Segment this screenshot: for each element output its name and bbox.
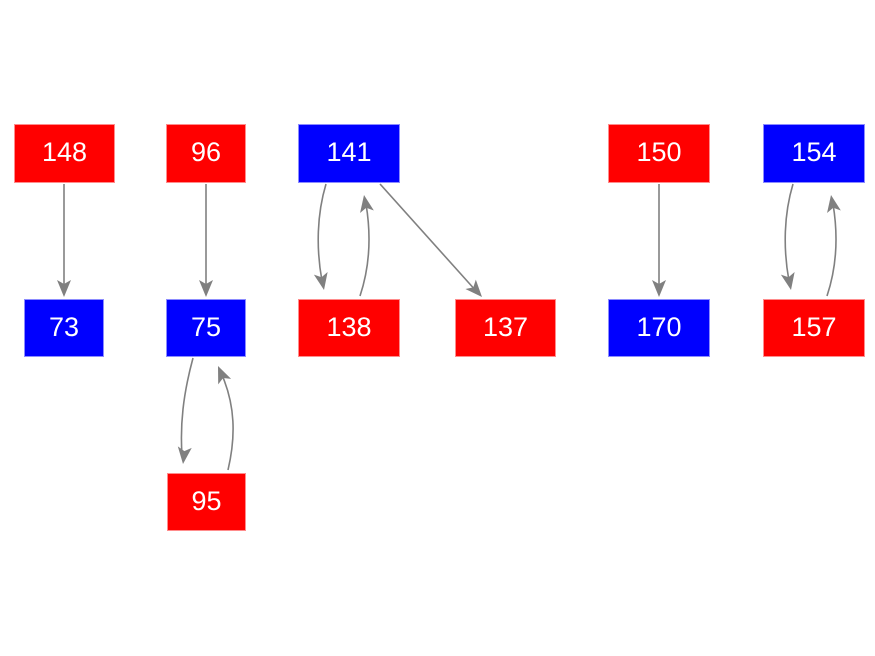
node-label: 157 — [791, 311, 837, 342]
arrowhead-148-to-73 — [57, 280, 71, 297]
graph-node-75[interactable]: 75 — [166, 299, 246, 357]
edge-75-to-95 — [180, 357, 194, 456]
arrowhead-95-to-75 — [218, 366, 232, 385]
node-label: 75 — [190, 311, 222, 342]
edge-141-to-137 — [379, 183, 478, 293]
graph-node-148[interactable]: 148 — [14, 124, 115, 183]
node-label: 96 — [190, 137, 222, 167]
edge-157-to-154 — [826, 203, 837, 297]
node-label: 138 — [326, 311, 372, 342]
graph-node-137[interactable]: 137 — [455, 299, 556, 357]
graph-node-96[interactable]: 96 — [166, 124, 246, 183]
graph-node-150[interactable]: 150 — [608, 124, 710, 183]
arrowhead-157-to-154 — [827, 195, 841, 213]
arrowhead-141-to-138 — [313, 271, 328, 290]
graph-node-73[interactable]: 73 — [24, 299, 104, 357]
edge-154-to-157 — [784, 183, 794, 282]
graph-node-141[interactable]: 141 — [298, 124, 400, 183]
edge-95-to-75 — [221, 374, 234, 471]
node-label: 170 — [636, 311, 682, 342]
arrowhead-154-to-157 — [780, 271, 795, 290]
graph-node-157[interactable]: 157 — [763, 299, 865, 357]
graph-node-154[interactable]: 154 — [763, 124, 865, 183]
node-label: 95 — [191, 485, 222, 516]
node-label: 137 — [482, 311, 529, 342]
graph-node-170[interactable]: 170 — [608, 299, 710, 357]
arrowhead-150-to-170 — [652, 280, 666, 297]
node-label: 141 — [326, 137, 372, 167]
node-label: 148 — [41, 137, 88, 167]
edge-138-to-141 — [359, 203, 370, 297]
node-label: 154 — [791, 137, 837, 167]
node-label: 150 — [636, 137, 682, 167]
node-label: 73 — [48, 311, 80, 342]
graph-node-95[interactable]: 95 — [167, 473, 246, 531]
arrowhead-96-to-75 — [199, 280, 213, 297]
edge-141-to-138 — [317, 183, 327, 282]
graph-node-138[interactable]: 138 — [298, 299, 400, 357]
arrowhead-75-to-95 — [177, 446, 192, 464]
arrowhead-138-to-141 — [360, 195, 374, 213]
